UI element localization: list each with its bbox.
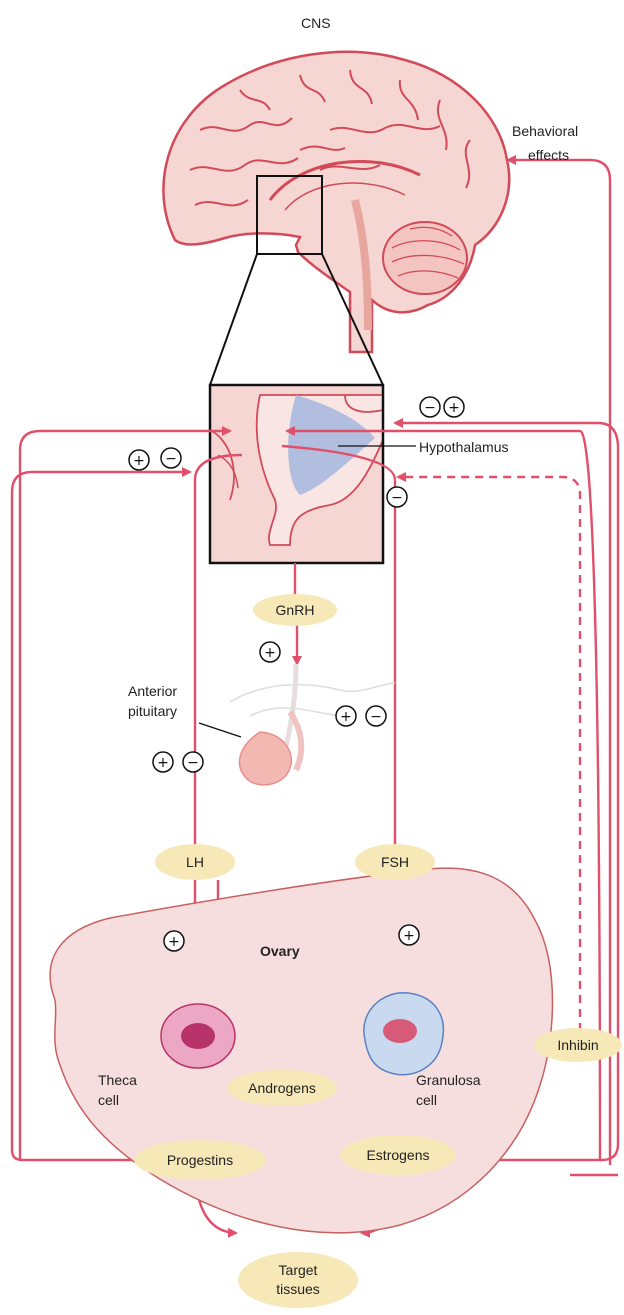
androgens-pill: Androgens	[227, 1070, 337, 1106]
hypothalamus-box	[210, 385, 383, 563]
ovary	[50, 868, 552, 1233]
anterior-pituitary-label-line1: Anterior	[128, 683, 177, 699]
behavioral-effects-label-line1: Behavioral	[512, 123, 578, 139]
svg-text:−: −	[391, 490, 403, 506]
svg-text:−: −	[424, 400, 436, 416]
progestins-pill: Progestins	[134, 1140, 266, 1180]
svg-text:+: +	[157, 755, 169, 771]
sign-plus-left-hypo: +	[129, 450, 149, 470]
granulosa-cell-label-line1: Granulosa	[416, 1072, 481, 1088]
cns-label: CNS	[301, 15, 331, 31]
svg-text:−: −	[187, 755, 199, 771]
svg-text:Target: Target	[279, 1262, 318, 1278]
svg-text:FSH: FSH	[381, 854, 409, 870]
sign-plus-behavioral: +	[444, 397, 464, 417]
svg-text:+: +	[168, 934, 180, 950]
granulosa-cell-label-line2: cell	[416, 1092, 437, 1108]
svg-text:Inhibin: Inhibin	[557, 1037, 598, 1053]
inhibin-pill: Inhibin	[534, 1028, 622, 1062]
sign-plus-right-pit: +	[336, 706, 356, 726]
sign-plus-lh-theca: +	[164, 931, 184, 951]
svg-text:+: +	[264, 645, 276, 661]
svg-text:Androgens: Androgens	[248, 1080, 316, 1096]
pituitary-leader	[199, 723, 241, 737]
sign-plus-gnrh: +	[260, 642, 280, 662]
sign-minus-left-pit: −	[183, 752, 203, 772]
svg-text:−: −	[370, 709, 382, 725]
svg-text:Progestins: Progestins	[167, 1152, 233, 1168]
svg-text:GnRH: GnRH	[276, 602, 315, 618]
anterior-pituitary-label-line2: pituitary	[128, 703, 177, 719]
svg-text:+: +	[448, 400, 460, 416]
target-tissues-pill: Target tissues	[238, 1252, 358, 1308]
theca-cell-label-line1: Theca	[98, 1072, 137, 1088]
brain-illustration	[163, 52, 509, 352]
theca-cell	[161, 1004, 235, 1068]
fsh-pill: FSH	[355, 844, 435, 880]
sign-minus-left-hypo: −	[161, 448, 181, 468]
sign-minus-right-pit: −	[366, 706, 386, 726]
gnrh-pill: GnRH	[253, 594, 337, 626]
svg-text:+: +	[403, 928, 415, 944]
sign-minus-behavioral: −	[420, 397, 440, 417]
lh-pill: LH	[155, 844, 235, 880]
sign-plus-fsh-granulosa: +	[399, 925, 419, 945]
sign-minus-inhibin-hypo: −	[387, 487, 407, 507]
svg-text:tissues: tissues	[276, 1281, 320, 1297]
hypothalamus-label: Hypothalamus	[419, 439, 509, 455]
svg-text:+: +	[340, 709, 352, 725]
svg-text:Estrogens: Estrogens	[366, 1147, 429, 1163]
behavioral-effects-label-line2: effects	[528, 147, 569, 163]
granulosa-cell	[364, 993, 444, 1075]
svg-text:LH: LH	[186, 854, 204, 870]
estrogens-pill: Estrogens	[340, 1135, 456, 1175]
theca-cell-label-line2: cell	[98, 1092, 119, 1108]
svg-text:+: +	[133, 453, 145, 469]
sign-plus-left-pit: +	[153, 752, 173, 772]
svg-text:−: −	[165, 451, 177, 467]
ovary-label: Ovary	[260, 943, 300, 959]
